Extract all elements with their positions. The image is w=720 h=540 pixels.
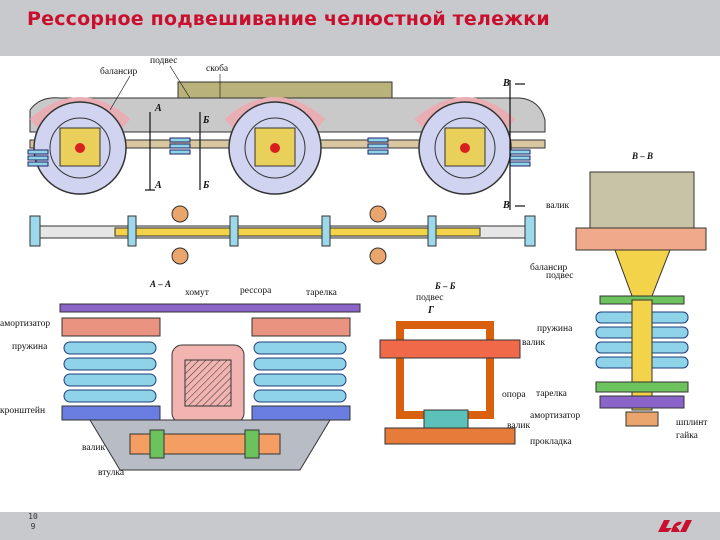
marker-b-bottom: Б — [202, 180, 210, 191]
marker-v-top: В — [502, 78, 510, 89]
label-balansir-top: балансир — [100, 66, 137, 77]
label-ressora: рессора — [240, 286, 272, 296]
section-arrows — [145, 80, 525, 210]
label-prokladka: прокладка — [530, 437, 572, 447]
label-skoba: скоба — [206, 63, 229, 74]
marker-g: Г — [427, 305, 435, 316]
label-tarelka-aa: тарелка — [306, 288, 338, 298]
page-number: 10 9 — [28, 512, 38, 531]
label-balansir-plan: балансир — [530, 262, 567, 273]
marker-b-top: Б — [202, 115, 210, 126]
label-amortizator-vv: амортизатор — [530, 411, 580, 421]
page-title: Рессорное подвешивание челюстной тележки — [27, 8, 550, 30]
label-amortizator-aa: амортизатор — [0, 319, 50, 329]
side-view: подвес балансир скоба А Б А Б В В — [27, 56, 546, 211]
label-vtulka: втулка — [98, 468, 125, 478]
marker-a-bottom: А — [154, 180, 162, 191]
plan-view: валик балансир — [29, 201, 569, 273]
title-section-vv: В – В — [631, 151, 653, 161]
suspension-diagram: подвес балансир скоба А Б А Б В В валик … — [0, 56, 708, 478]
wheel-2 — [228, 101, 322, 195]
label-tarelka-vv: тарелка — [536, 389, 568, 399]
label-valik-aa: валик — [82, 443, 105, 453]
label-pruzhina-vv: пружина — [537, 324, 573, 334]
label-valik-bb: валик — [507, 421, 530, 431]
header-bar — [0, 0, 720, 56]
side-springs — [27, 137, 531, 167]
wheel-3 — [418, 101, 512, 195]
label-pruzhina-aa: пружина — [12, 342, 48, 352]
label-podves-top: подвес — [150, 56, 178, 66]
title-section-aa: А – А — [149, 279, 171, 289]
label-valik-vv: валик — [522, 338, 545, 348]
label-khomut: хомут — [185, 288, 210, 298]
label-opora: опора — [502, 390, 526, 400]
label-valik-plan: валик — [546, 201, 569, 211]
section-vv: В – В подвес пружина валик тарелка аморт… — [522, 151, 708, 447]
wheel-1 — [33, 101, 127, 195]
label-podves-bb: подвес — [416, 293, 444, 303]
bolster-top — [177, 81, 393, 101]
section-aa: А – А хомут рессора тарелка амортизатор — [0, 279, 361, 478]
title-section-bb: Б – Б — [434, 281, 456, 291]
marker-v-bottom: В — [502, 200, 510, 211]
footer-bar — [0, 512, 720, 540]
label-podves-vv: подвес — [546, 271, 574, 281]
rzd-logo-icon — [658, 520, 692, 532]
label-shplint: шплинт — [676, 418, 708, 428]
marker-a-top: А — [154, 103, 162, 114]
section-bb: Б – Б подвес Г опора валик — [379, 281, 530, 445]
label-kronshtein: кронштейн — [0, 405, 45, 416]
label-gaika: гайка — [676, 430, 699, 441]
